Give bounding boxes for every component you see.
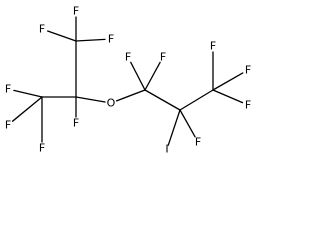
bond-c4-c5: [144, 89, 181, 111]
bond-c2-o1: [75, 96, 106, 103]
atom-label-f7: F: [73, 117, 79, 130]
atom-label-f10: F: [210, 40, 216, 53]
atom-label-o1: O: [107, 97, 116, 110]
bond-c5-f13: [179, 109, 196, 138]
bond-c1-f2: [47, 30, 77, 42]
atom-label-f11: F: [245, 64, 251, 77]
bond-c6-f11: [212, 72, 244, 91]
atom-label-f12: F: [245, 99, 251, 112]
atom-label-i1: I: [165, 143, 168, 156]
bond-c6-f12: [212, 89, 244, 104]
bond-c1-f3: [75, 38, 106, 42]
atom-label-f4: F: [5, 83, 11, 96]
bond-c5-c6: [179, 89, 214, 111]
bond-c4-f9: [144, 61, 161, 91]
atom-label-f8: F: [125, 51, 131, 64]
atom-label-f1: F: [73, 5, 79, 18]
atom-label-f9: F: [160, 51, 166, 64]
bond-c4-f8: [130, 61, 146, 91]
bond-c3-f4: [13, 89, 43, 98]
bond-o1-c4: [115, 89, 146, 102]
atom-label-f6: F: [39, 142, 45, 155]
bonds: [11, 16, 244, 146]
atom-label-f2: F: [39, 23, 45, 36]
atom-label-f13: F: [195, 136, 201, 149]
atom-label-f5: F: [5, 119, 11, 132]
atom-label-f3: F: [108, 33, 114, 46]
bond-c5-i1: [167, 109, 181, 146]
bond-c3-f5: [11, 96, 43, 122]
